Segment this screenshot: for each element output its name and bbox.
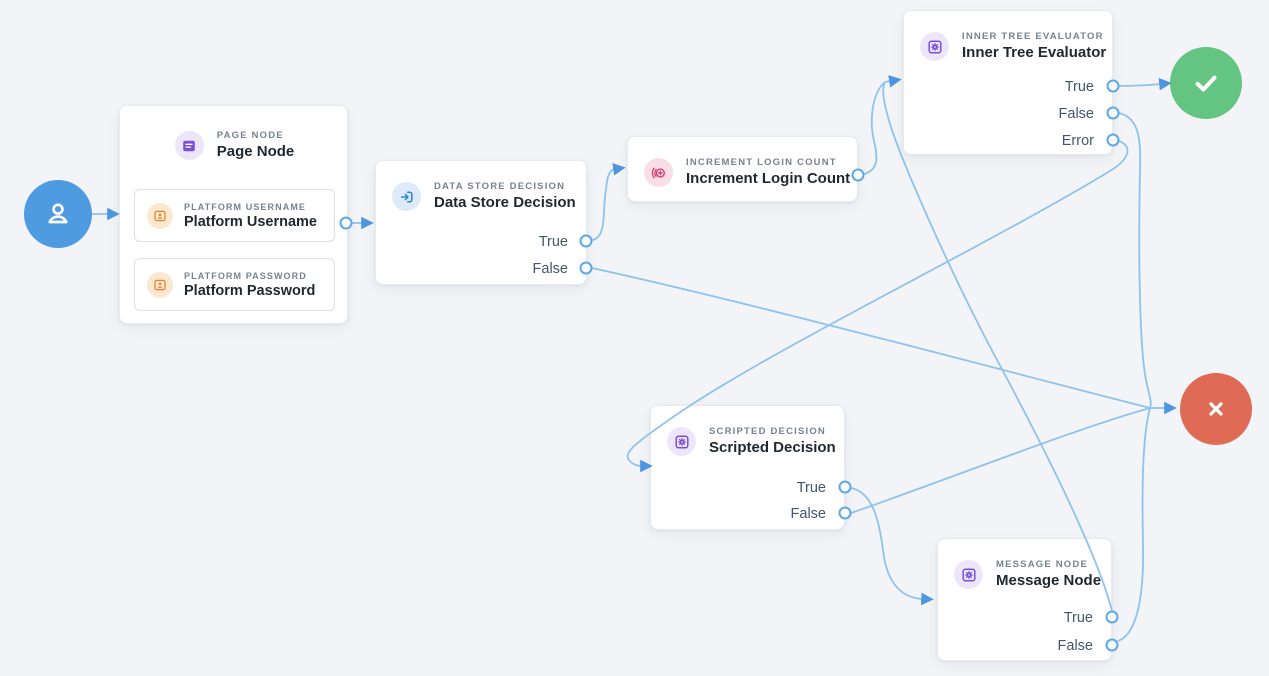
output-port[interactable] — [1106, 106, 1120, 120]
node-type-label: INNER TREE EVALUATOR — [962, 31, 1104, 42]
node-header: MESSAGE NODE Message Node — [938, 539, 1111, 591]
outcome-label-true: True — [1063, 609, 1093, 626]
outcome-label-true: True — [538, 233, 568, 250]
node-type-label: PLATFORM USERNAME — [184, 201, 307, 212]
node-header: PAGE NODE Page Node — [120, 106, 347, 162]
output-port[interactable] — [1105, 610, 1119, 624]
outcome-label-false: False — [1058, 105, 1094, 122]
output-port[interactable] — [579, 261, 593, 275]
node-title: Platform Password — [184, 282, 316, 299]
node-type-label: MESSAGE NODE — [996, 559, 1088, 570]
node-title: Data Store Decision — [434, 194, 576, 211]
outcome-label-true: True — [1064, 78, 1094, 95]
counter-icon — [644, 158, 673, 187]
node-type-label: PLATFORM PASSWORD — [184, 270, 307, 281]
node-card-inner-tree-evaluator[interactable]: INNER TREE EVALUATOR Inner Tree Evaluator… — [903, 10, 1113, 155]
edge-scripted-decision-true-to-message-node[interactable] — [850, 487, 934, 606]
output-port[interactable] — [838, 480, 852, 494]
user-icon — [42, 198, 74, 230]
node-type-label: DATA STORE DECISION — [434, 181, 566, 192]
output-port[interactable] — [1106, 133, 1120, 147]
outcome-label-false: False — [532, 260, 568, 277]
edge-inner-tree-evaluator-true-to-success[interactable] — [1118, 77, 1172, 91]
edge-join-to-inner-tree-evaluator[interactable] — [884, 75, 902, 88]
x-icon — [1201, 394, 1231, 424]
page-icon — [174, 131, 204, 160]
node-header: INNER TREE EVALUATOR Inner Tree Evaluator — [904, 11, 1112, 63]
node-type-label: PAGE NODE — [216, 130, 284, 141]
check-icon — [1189, 66, 1223, 100]
badge-icon — [147, 271, 173, 298]
node-title: Increment Login Count — [686, 170, 851, 187]
output-port[interactable] — [1105, 638, 1119, 652]
output-port[interactable] — [838, 506, 852, 520]
node-header: INCREMENT LOGIN COUNT Increment Login Cou… — [628, 137, 857, 189]
node-type-label: SCRIPTED DECISION — [709, 426, 826, 437]
failure-node[interactable] — [1180, 373, 1252, 445]
outcome-label-true: True — [796, 479, 826, 496]
node-header: DATA STORE DECISION Data Store Decision — [376, 161, 586, 213]
node-title: Inner Tree Evaluator — [962, 44, 1107, 61]
success-node[interactable] — [1170, 47, 1242, 119]
login-icon — [392, 182, 421, 211]
gear-square-icon — [954, 560, 983, 589]
edge-increment-login-count-to-inner-tree-evaluator[interactable] — [863, 81, 886, 175]
outcome-label-error: Error — [1061, 132, 1094, 149]
node-title: Message Node — [996, 572, 1102, 589]
edge-inner-tree-evaluator-error-to-scripted-decision[interactable] — [626, 140, 1129, 473]
gear-square-icon — [920, 32, 949, 61]
node-title: Platform Username — [184, 213, 317, 230]
node-type-label: INCREMENT LOGIN COUNT — [686, 157, 837, 168]
node-card-increment-login-count[interactable]: INCREMENT LOGIN COUNT Increment Login Cou… — [627, 136, 858, 202]
edge-data-store-decision-true-to-increment-login-count[interactable] — [591, 163, 626, 241]
node-header: SCRIPTED DECISION Scripted Decision — [651, 406, 844, 458]
output-port[interactable] — [1106, 79, 1120, 93]
outcome-label-false: False — [790, 505, 826, 522]
edge-inner-tree-evaluator-false-to-failure[interactable] — [1118, 112, 1152, 409]
edge-message-node-true-to-inner-tree-evaluator[interactable] — [882, 81, 1113, 612]
output-port[interactable] — [339, 216, 353, 230]
gear-square-icon — [667, 427, 696, 456]
output-port[interactable] — [851, 168, 865, 182]
edge-scripted-decision-false-to-failure[interactable] — [850, 407, 1151, 514]
node-title: Scripted Decision — [709, 439, 836, 456]
edge-message-node-false-to-failure[interactable] — [1117, 407, 1151, 642]
output-port[interactable] — [579, 234, 593, 248]
badge-icon — [147, 202, 173, 229]
node-title: Page Node — [216, 143, 295, 160]
start-node[interactable] — [24, 180, 92, 248]
edge-data-store-decision-false-to-failure[interactable] — [591, 267, 1151, 409]
outcome-label-false: False — [1057, 637, 1093, 654]
